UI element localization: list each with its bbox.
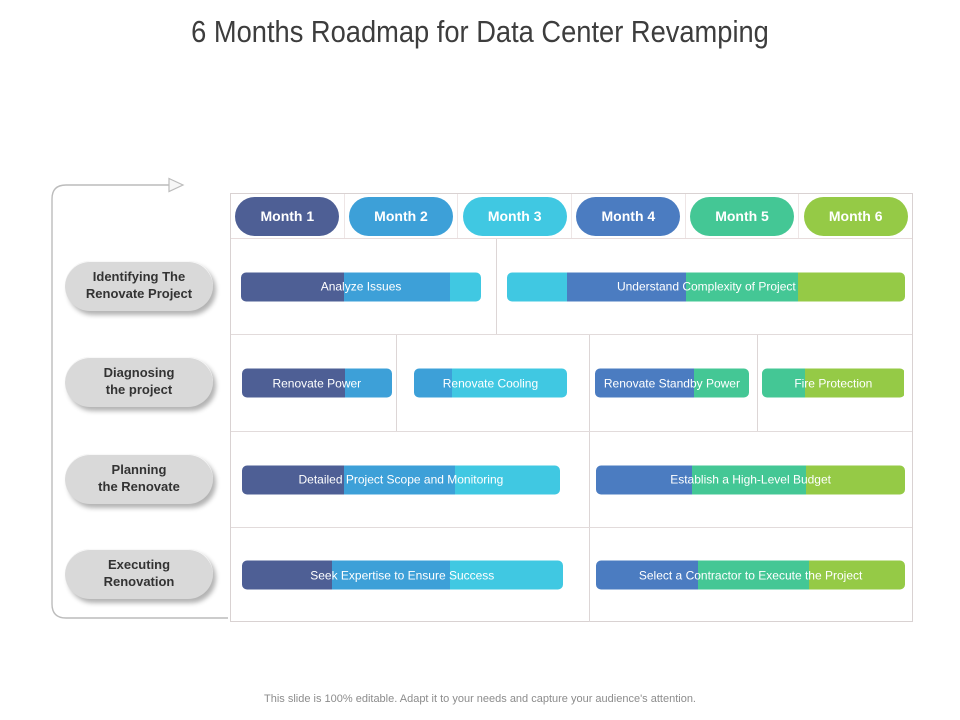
task-segment-teal [686,272,798,301]
task-label: Detailed Project Scope and Monitoring [298,472,504,487]
task-bar: Seek Expertise to Ensure Success [241,560,563,590]
task-segment-medium_blue [596,465,692,494]
task-segment-lime [806,465,906,494]
phase-label-line2: the Renovate [98,479,180,494]
task-segment-blue [414,368,453,398]
task-segment-lime [797,272,906,301]
task-segment-blue [345,368,392,398]
cell-divider [589,335,591,431]
month-pill-1: Month 1 [235,196,340,236]
month-pill-3: Month 3 [462,196,567,236]
task-segment-teal [693,368,750,398]
task-segment-lime [804,368,905,398]
grid-row-4: Seek Expertise to Ensure Success Select a… [231,528,912,622]
task-segment-blue [344,272,450,301]
task-bar: Fire Protection [762,368,905,398]
task-bar: Establish a High-Level Budget [596,465,906,494]
task-label: Renovate Cooling [442,376,539,390]
grid-row-1: Analyze Issues Understand Complexity of P… [231,239,912,335]
task-segment-medium_blue [594,368,694,398]
cell-divider [756,335,758,431]
month-cell-1: Month 1 [231,194,345,238]
task-bar: Renovate Cooling [414,368,567,398]
task-segment-indigo [241,272,345,301]
task-label: Establish a High-Level Budget [670,472,831,487]
flow-bracket-arrow [51,177,228,619]
task-label: Fire Protection [794,376,873,390]
phase-label-line1: Identifying The [92,269,186,285]
footer-note: This slide is 100% editable. Adapt it to… [264,693,696,705]
bracket-line [51,184,228,619]
month-pill-4: Month 4 [576,196,681,236]
month-cell-2: Month 2 [345,194,459,238]
task-bar: Detailed Project Scope and Monitoring [241,465,560,494]
task-bar: Analyze Issues [241,272,481,301]
month-cell-4: Month 4 [572,194,686,238]
task-segment-blue [343,465,455,494]
month-pill-2: Month 2 [349,196,453,236]
task-segment-teal [698,560,810,590]
phase-label-line1: Planning [111,462,167,478]
task-segment-cyan [449,272,481,301]
task-segment-cyan [452,368,567,398]
task-label: Select a Contractor to Execute the Proje… [638,568,863,582]
task-segment-medium_blue [567,272,687,301]
task-segment-indigo [241,465,344,494]
phase-label-line2: Renovation [103,574,175,589]
month-cell-3: Month 3 [458,194,573,238]
month-cell-6: Month 6 [799,194,912,238]
cell-divider [495,239,497,334]
task-segment-cyan [507,272,568,301]
phase-label-line1: Diagnosing [103,365,175,381]
task-segment-cyan [454,465,560,494]
arrowhead-icon [168,177,185,193]
grid-rows: Analyze Issues Understand Complexity of P… [231,239,912,622]
month-pill-6: Month 6 [803,196,908,236]
cell-divider [395,335,397,431]
month-pill-5: Month 5 [690,196,795,236]
task-bar: Renovate Power [241,368,392,398]
month-cell-5: Month 5 [686,194,800,238]
task-segment-indigo [241,560,332,590]
cell-divider [589,528,591,622]
task-label: Renovate Standby Power [603,376,740,390]
task-label: Analyze Issues [320,279,402,294]
task-bar: Select a Contractor to Execute the Proje… [596,560,906,590]
cell-divider [589,432,591,527]
task-label: Seek Expertise to Ensure Success [310,568,495,582]
task-bar: Renovate Standby Power [594,368,750,398]
task-segment-teal [691,465,807,494]
task-segment-lime [809,560,906,590]
task-segment-medium_blue [596,560,699,590]
task-segment-blue [331,560,451,590]
phase-label-line2: Renovate Project [85,286,193,301]
grid-row-2: Renovate Power Renovate Cooling Renovate S… [231,335,912,432]
phase-label-line1: Executing [107,557,171,573]
task-segment-cyan [450,560,563,590]
task-segment-teal [762,368,805,398]
task-label: Understand Complexity of Project [616,279,796,294]
task-bar: Understand Complexity of Project [507,272,906,301]
grid-row-3: Detailed Project Scope and Monitoring Est… [231,432,912,528]
task-label: Renovate Power [272,376,362,390]
task-segment-indigo [241,368,346,398]
page-title: 6 Months Roadmap for Data Center Revampi… [191,14,769,49]
phase-label-line2: the project [105,382,173,397]
